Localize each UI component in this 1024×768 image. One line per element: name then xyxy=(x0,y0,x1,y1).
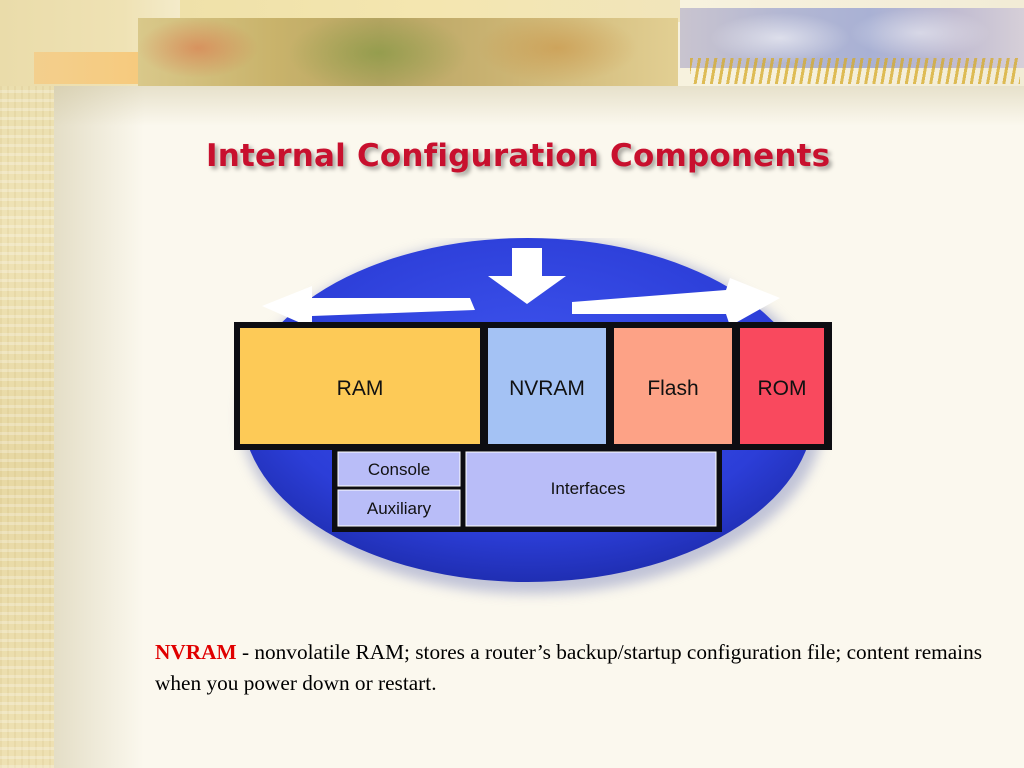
nvram-label: NVRAM xyxy=(509,377,585,400)
auxiliary-label: Auxiliary xyxy=(367,499,432,518)
slide-title: Internal Configuration Components xyxy=(206,138,831,174)
rom-label: ROM xyxy=(758,377,807,400)
ram-block xyxy=(240,328,480,444)
arrow-left-icon xyxy=(262,286,475,328)
interfaces-block xyxy=(465,451,717,527)
router-components-diagram: RAM NVRAM Flash ROM Console Auxiliary In… xyxy=(234,238,832,594)
nvram-description: - nonvolatile RAM; stores a router’s bac… xyxy=(155,640,983,695)
interfaces-label: Interfaces xyxy=(551,479,626,498)
nvram-definition: NVRAM - nonvolatile RAM; stores a router… xyxy=(155,637,995,699)
arrow-right-icon xyxy=(572,278,780,326)
decorative-grass xyxy=(690,58,1020,84)
nvram-term: NVRAM xyxy=(155,640,237,664)
decorative-leaf-collage xyxy=(138,18,678,86)
ports-row: Console Auxiliary Interfaces xyxy=(332,448,722,532)
left-shadow xyxy=(54,0,144,768)
arrow-down-icon xyxy=(488,248,566,304)
flash-label: Flash xyxy=(647,377,698,400)
auxiliary-block xyxy=(337,489,461,527)
flash-block xyxy=(614,328,732,444)
console-block xyxy=(337,451,461,487)
nvram-block xyxy=(488,328,606,444)
data-flow-arrows xyxy=(262,248,780,328)
decorative-collage-top xyxy=(180,0,680,22)
top-shadow xyxy=(54,86,1024,126)
rom-block xyxy=(740,328,824,444)
decorative-left-band xyxy=(0,0,54,768)
memory-row: RAM NVRAM Flash ROM xyxy=(234,322,832,450)
ram-label: RAM xyxy=(337,377,384,400)
console-label: Console xyxy=(368,460,430,479)
